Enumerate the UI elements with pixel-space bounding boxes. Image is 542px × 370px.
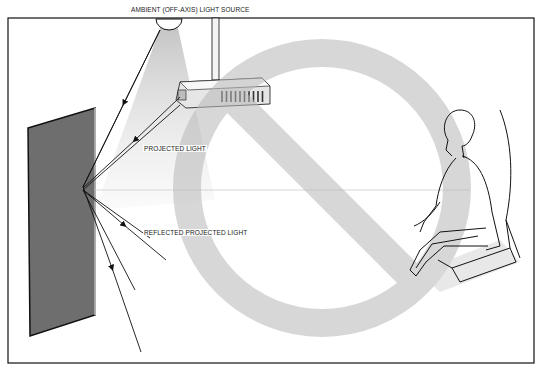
room-frame <box>8 18 534 363</box>
callout-label: REFLECTED PROJECTED LIGHT <box>143 229 248 236</box>
projector-lens <box>178 90 186 100</box>
viewing-axis <box>95 190 470 191</box>
projection-screen <box>28 108 95 336</box>
prohibition-sign <box>187 53 457 323</box>
lamp <box>156 19 182 30</box>
vent-slot <box>262 91 264 102</box>
callout-label: AMBIENT (OFF-AXIS) LIGHT SOURCE <box>130 6 250 13</box>
vent-slot <box>257 91 259 102</box>
callout-label: PROJECTED LIGHT <box>143 145 207 152</box>
ceiling-mount <box>212 18 219 80</box>
light-rays <box>83 30 180 352</box>
viewer <box>410 110 520 292</box>
